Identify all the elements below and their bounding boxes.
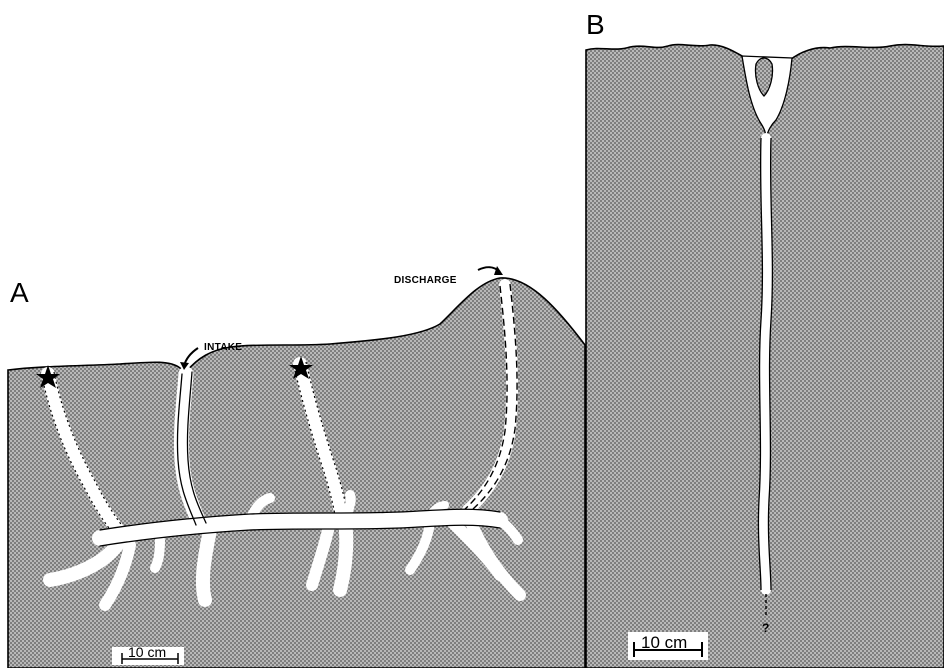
scale-label: 10 cm: [128, 644, 166, 660]
panel-b: ? B 10 cm: [586, 9, 944, 668]
intake-label: INTAKE: [204, 342, 242, 353]
vertical-shaft: [763, 138, 767, 590]
discharge-label: DISCHARGE: [394, 275, 457, 286]
panel-a-scale-bar: 10 cm: [112, 644, 184, 665]
panel-a-label: A: [10, 277, 29, 308]
panel-b-label: B: [586, 9, 605, 40]
scale-label: 10 cm: [641, 633, 687, 652]
unknown-extent-mark: ?: [762, 621, 769, 635]
panel-b-scale-bar: 10 cm: [628, 632, 708, 660]
panel-a: A INTAKE DISCHARGE 10 cm: [8, 266, 585, 668]
